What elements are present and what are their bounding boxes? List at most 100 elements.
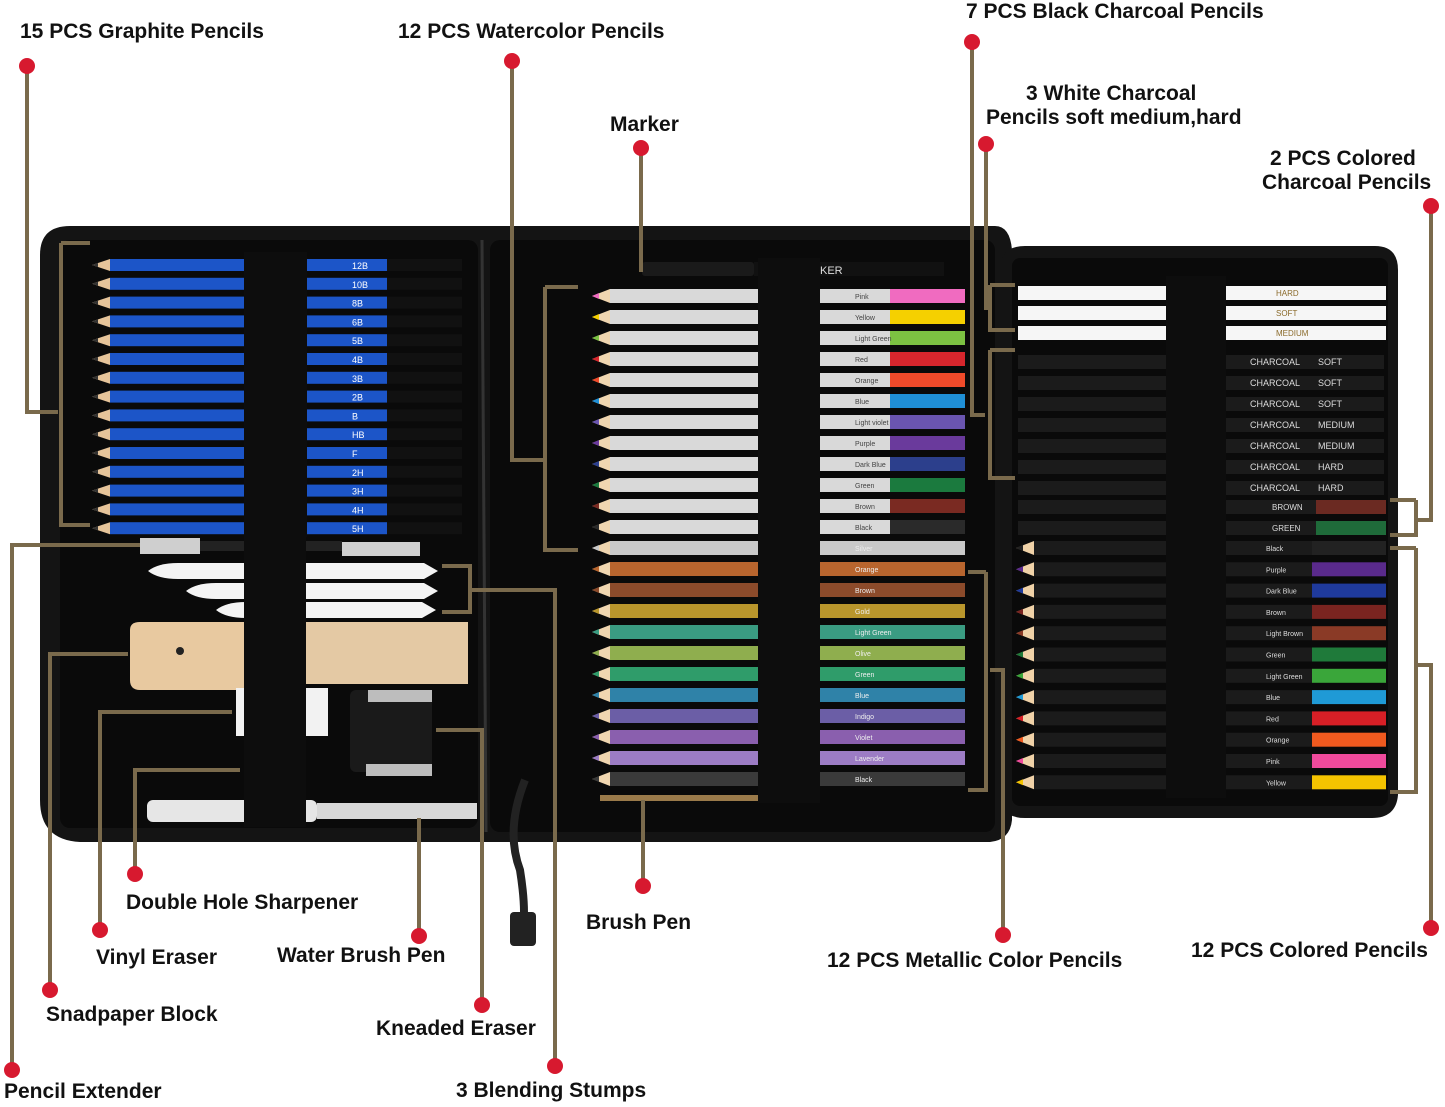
colored-pencil-rear bbox=[1226, 583, 1312, 598]
sharpener-top bbox=[368, 690, 432, 702]
middle-pencil-lead bbox=[592, 671, 599, 677]
middle-pencil: Brown bbox=[592, 499, 965, 513]
white-charcoal-rear bbox=[1226, 286, 1386, 300]
callout-dot bbox=[633, 140, 649, 156]
middle-pencil-name: Gold bbox=[855, 609, 870, 616]
leader-line bbox=[48, 652, 128, 990]
pencil-body bbox=[610, 394, 758, 408]
pencil-body bbox=[610, 625, 758, 639]
pencil-body bbox=[110, 503, 244, 516]
middle-pencil-rear bbox=[820, 541, 890, 555]
pencil-tip bbox=[592, 562, 610, 576]
label-sandpaper-block: Snadpaper Block bbox=[46, 1003, 218, 1026]
middle-pencil-lead bbox=[592, 314, 599, 320]
graphite-pencil: 2H bbox=[92, 465, 462, 478]
middle-pencil-name: Violet bbox=[855, 735, 872, 742]
middle-pencil-end bbox=[890, 688, 965, 702]
pencil-body bbox=[610, 415, 758, 429]
middle-pencil-end bbox=[890, 394, 965, 408]
middle-pencil-lead bbox=[592, 776, 599, 782]
graphite-pencil-front bbox=[92, 447, 244, 459]
graphite-pencil: 2B bbox=[92, 390, 462, 403]
callout-leader-lines bbox=[4, 34, 1439, 1078]
pencil-body bbox=[610, 331, 758, 345]
pencil-body bbox=[610, 772, 758, 786]
middle-pencil: Dark Blue bbox=[592, 457, 965, 471]
middle-pencil-name: Orange bbox=[855, 567, 878, 574]
callout-dot bbox=[995, 927, 1011, 943]
pencil-body bbox=[610, 499, 758, 513]
pencil-tip bbox=[592, 457, 610, 471]
pencil-body bbox=[110, 296, 244, 309]
colored-pencil-end bbox=[1312, 604, 1386, 619]
graphite-pencil: 10B bbox=[92, 277, 462, 290]
middle-pencil-front bbox=[592, 772, 758, 786]
middle-panel-lining bbox=[490, 240, 995, 832]
pencil-body bbox=[610, 604, 758, 618]
middle-pencil-end bbox=[890, 289, 965, 303]
middle-pencil-end bbox=[890, 310, 965, 324]
middle-pencil-name: Blue bbox=[855, 693, 869, 700]
white-charcoal-grade: HARD bbox=[1276, 289, 1299, 298]
leader-line bbox=[470, 588, 557, 1066]
pencil-tip bbox=[1016, 583, 1034, 598]
pencil-lead bbox=[92, 300, 98, 305]
leader-line bbox=[98, 710, 232, 930]
leader-line bbox=[1390, 546, 1418, 794]
colored-pencil-lead bbox=[1016, 651, 1023, 658]
graphite-pencil-rear bbox=[307, 428, 387, 441]
graphite-pencil-end bbox=[387, 277, 462, 290]
pencil-body bbox=[610, 646, 758, 660]
colored-pencil-lead bbox=[1016, 587, 1023, 594]
graphite-pencil: 5B bbox=[92, 334, 462, 347]
middle-pencil-front bbox=[592, 415, 758, 429]
callout-dot bbox=[1423, 920, 1439, 936]
middle-pencil-name: Pink bbox=[855, 294, 869, 301]
pencil-body bbox=[110, 428, 244, 441]
colored-pencil-name: Yellow bbox=[1266, 780, 1287, 787]
label-graphite-pencils: 15 PCS Graphite Pencils bbox=[20, 20, 264, 43]
colored-pencil-rear bbox=[1226, 711, 1312, 726]
white-charcoal-front bbox=[1018, 286, 1166, 300]
black-charcoal-front bbox=[1018, 460, 1166, 474]
pencil-body bbox=[1034, 732, 1166, 747]
colored-pencil-front bbox=[1016, 754, 1166, 768]
middle-pencil-rear bbox=[820, 709, 890, 723]
colored-pencil: Yellow bbox=[1016, 775, 1386, 790]
pencil-tip bbox=[592, 478, 610, 492]
label-double-hole-sharpener: Double Hole Sharpener bbox=[126, 891, 359, 914]
pencil-body bbox=[610, 352, 758, 366]
pencil-tip bbox=[592, 331, 610, 345]
black-charcoal-brand: CHARCOAL bbox=[1250, 420, 1300, 430]
pencil-tip bbox=[1016, 732, 1034, 747]
middle-pencil-lead bbox=[592, 587, 599, 593]
colored-pencil-front bbox=[1016, 732, 1166, 747]
graphite-pencil: 12B bbox=[92, 259, 462, 271]
pencil-tip bbox=[592, 541, 610, 555]
black-charcoal-brand: CHARCOAL bbox=[1250, 441, 1300, 451]
colored-pencil-end bbox=[1312, 562, 1386, 577]
graphite-strap bbox=[244, 252, 307, 537]
colored-pencil-name: Red bbox=[1266, 716, 1279, 723]
black-charcoal-grade: HARD bbox=[1318, 462, 1344, 472]
pencil-tip bbox=[92, 334, 110, 347]
middle-pencil-lead bbox=[592, 650, 599, 656]
middle-pencil-front bbox=[592, 751, 758, 765]
pencil-body bbox=[110, 465, 244, 478]
middle-pencil-name: Indigo bbox=[855, 714, 874, 721]
graphite-pencil-front bbox=[92, 409, 244, 422]
pencil-tip bbox=[592, 289, 610, 303]
pencil-tip bbox=[92, 522, 110, 535]
black-charcoal-brand: CHARCOAL bbox=[1250, 462, 1300, 472]
colored-pencil: Black bbox=[1016, 541, 1386, 555]
colored-pencil-front bbox=[1016, 690, 1166, 705]
black-charcoal-rear bbox=[1226, 397, 1384, 411]
colored-pencil-end bbox=[1312, 711, 1386, 726]
pencil-tip bbox=[1016, 541, 1034, 555]
colored-pencil: Dark Blue bbox=[1016, 583, 1386, 598]
middle-pencil-rear bbox=[820, 499, 890, 513]
middle-pencil-rear bbox=[820, 667, 890, 681]
white-charcoal-pencil: MEDIUM bbox=[1018, 326, 1386, 340]
